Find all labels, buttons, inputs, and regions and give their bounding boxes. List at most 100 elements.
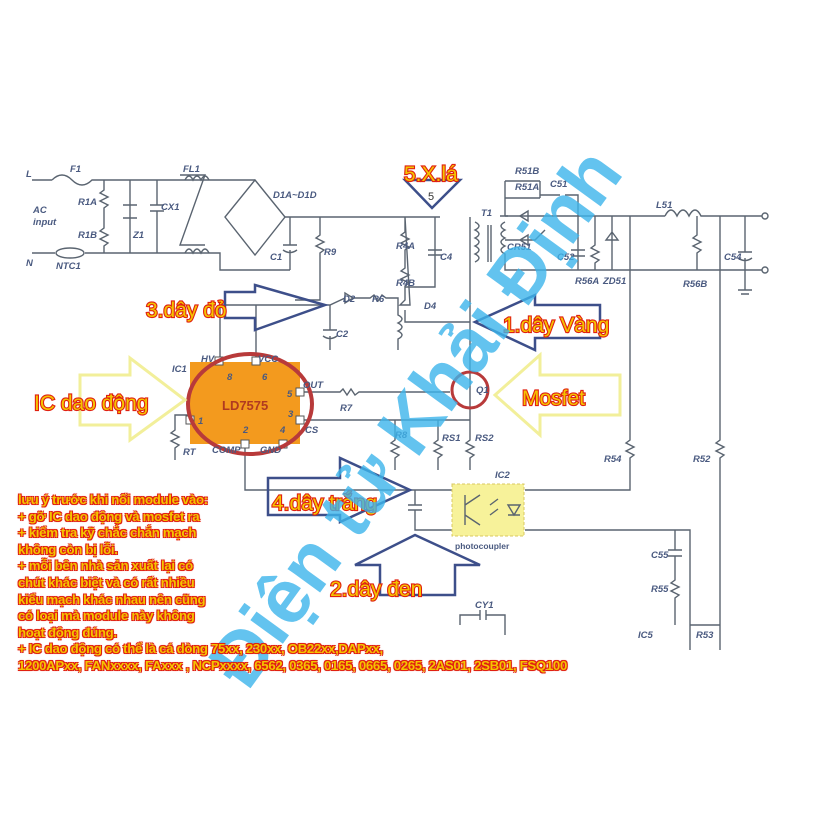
label-IC1: IC1 xyxy=(172,364,187,375)
label-ac: AC xyxy=(32,205,47,216)
note-line: + mỗi bên nhà sản xuất lại có xyxy=(18,558,193,574)
label-R4A: R4A xyxy=(396,241,415,252)
callout-mosfet: Mosfet xyxy=(522,387,585,410)
ic-arrow xyxy=(78,354,188,443)
label-C4: C4 xyxy=(440,252,453,263)
note-line: + kiểm tra kỹ chắc chắn mạch xyxy=(18,525,197,541)
label-Q1: Q1 xyxy=(476,385,489,396)
label-CX1: CX1 xyxy=(161,202,179,213)
ic-highlight-circle xyxy=(186,352,314,456)
callout-wire3: 3.dây đỏ xyxy=(146,299,227,322)
label-C54: C54 xyxy=(724,252,742,263)
label-IC2: IC2 xyxy=(495,470,511,481)
label-R1A: R1A xyxy=(78,197,97,208)
pin-3: 3 xyxy=(288,409,294,420)
label-input: input xyxy=(33,217,57,228)
label-R56B: R56B xyxy=(683,279,707,290)
note-line: không còn bị lỗi. xyxy=(18,541,118,557)
mosfet-arrow xyxy=(492,351,622,439)
wire4-arrow xyxy=(266,456,414,524)
label-C1: C1 xyxy=(270,252,282,263)
label-N: N xyxy=(26,258,34,269)
label-FL1: FL1 xyxy=(183,164,200,175)
label-ZD51: ZD51 xyxy=(602,276,626,287)
label-D4: D4 xyxy=(424,301,437,312)
label-C51: C51 xyxy=(550,179,567,190)
label-COMP: COMP xyxy=(212,445,241,456)
input-wiring xyxy=(32,174,440,301)
wire5-arrow xyxy=(402,178,464,210)
callout-ic: IC dao động xyxy=(34,392,148,415)
note-line: lưu ý trước khi nối module vào: xyxy=(18,492,208,507)
callout-wire5: 5.X.lá xyxy=(404,163,458,186)
label-HV: HV xyxy=(201,354,215,365)
ic1-body xyxy=(190,362,300,444)
wire3-arrow xyxy=(223,283,330,332)
note-line: + IC dao động có thể là cá dòng 75xx, 23… xyxy=(18,641,383,657)
label-RS1: RS1 xyxy=(442,433,460,444)
label-R52: R52 xyxy=(693,454,711,465)
ic-part-number: LD7575 xyxy=(222,398,268,413)
note-line: 1200APxx, FANxxxx, FAxxx , NCPxxxx, 6562… xyxy=(18,657,567,673)
callout-wire4: 4.dây trắng xyxy=(272,492,377,515)
label-pin5: 5 xyxy=(428,191,434,203)
photocoupler-symbol xyxy=(464,494,522,526)
label-T1: T1 xyxy=(481,208,492,219)
note-line: kiểu mạch khác nhau nên cũng xyxy=(18,591,206,607)
label-R51B: R51B xyxy=(515,166,539,177)
note-line: + gỡ IC dao động và mosfet ra xyxy=(18,508,200,524)
callout-wire1: 1.dây Vàng xyxy=(503,314,609,337)
pin-5: 5 xyxy=(287,389,293,400)
pin-6: 6 xyxy=(262,372,268,383)
note-line: hoạt động đúng. xyxy=(18,624,117,640)
component-labels: L N AC input F1 R1A R1B Z1 CX1 FL1 NTC1 … xyxy=(26,164,742,641)
label-RT: RT xyxy=(183,447,197,458)
label-R51A: R51A xyxy=(515,182,539,193)
label-C55: C55 xyxy=(651,550,669,561)
label-CR51: CR51 xyxy=(507,242,531,253)
wire1-arrow xyxy=(471,293,602,352)
note-line: có loại mà module này không xyxy=(18,608,195,624)
photocoupler-box xyxy=(451,483,525,537)
label-photocoupler: photocoupler xyxy=(455,541,510,551)
label-R1B: R1B xyxy=(78,230,97,241)
callouts: 5.X.lá 3.dây đỏ 1.dây Vàng IC dao động M… xyxy=(33,162,610,602)
label-CS: CS xyxy=(305,425,319,436)
control-wiring xyxy=(169,291,721,650)
label-R56A: R56A xyxy=(575,276,599,287)
label-CY1: CY1 xyxy=(475,600,493,611)
label-L: L xyxy=(26,169,32,180)
label-R53: R53 xyxy=(696,630,714,641)
label-RS2: RS2 xyxy=(475,433,494,444)
label-IC5: IC5 xyxy=(638,630,654,641)
label-R9: R9 xyxy=(324,247,337,258)
label-R4B: R4B xyxy=(396,278,415,289)
label-D1: D1A~D1D xyxy=(273,190,317,201)
wire2-arrow xyxy=(354,533,481,597)
pin-2: 2 xyxy=(242,425,249,436)
label-D2: D2 xyxy=(343,294,356,305)
label-OUT: OUT xyxy=(303,380,324,391)
label-L51: L51 xyxy=(656,200,672,211)
label-R54: R54 xyxy=(604,454,622,465)
callout-wire2: 2.dây đen xyxy=(330,578,422,601)
label-R7: R7 xyxy=(340,403,353,414)
note-line: chút khác biệt và có rất nhiều xyxy=(18,574,195,590)
pin-4: 4 xyxy=(279,425,286,436)
label-R6: R6 xyxy=(372,294,385,305)
pin-8: 8 xyxy=(227,372,233,383)
label-VCC: VCC xyxy=(258,354,278,365)
mosfet-highlight-circle xyxy=(450,370,490,410)
pin-1: 1 xyxy=(198,416,203,427)
label-GND: GND xyxy=(260,445,281,456)
label-C2: C2 xyxy=(336,329,349,340)
label-R8: R8 xyxy=(395,430,408,441)
label-C52: C52 xyxy=(557,252,575,263)
label-NTC1: NTC1 xyxy=(56,261,81,272)
warning-note: lưu ý trước khi nối module vào: + gỡ IC … xyxy=(18,492,567,675)
label-F1: F1 xyxy=(70,164,81,175)
primary-wiring xyxy=(398,180,769,625)
label-R55: R55 xyxy=(651,584,669,595)
